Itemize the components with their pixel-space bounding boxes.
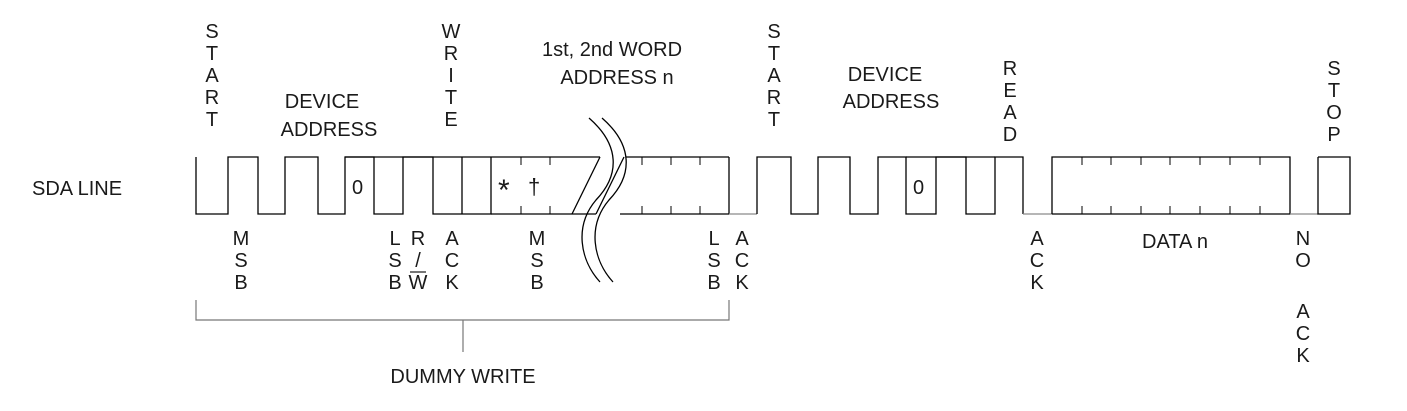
label-char: R [205,87,219,109]
label-char: K [445,272,459,294]
device-bit-zero-1: 0 [352,177,363,199]
label-char: R [444,43,458,65]
label-char: E [444,109,457,131]
label-char: A [1296,301,1310,323]
label-char: W [409,272,428,294]
sda-crossing-left [571,156,601,215]
label-char: K [735,272,749,294]
time-break-left [581,117,614,283]
label-ack-1: ACK [445,228,460,294]
label-char: W [442,21,461,43]
label-char: L [389,228,400,250]
sda-waveform-first [195,156,492,215]
label-char: S [388,250,401,272]
label-dummy-write: DUMMY WRITE [390,366,535,388]
label-char: R [1003,58,1017,80]
label-device-address-1-line2: ADDRESS [281,119,378,141]
sda-waveform-second [756,156,1024,215]
label-write: WRITE [442,21,461,131]
label-char: K [1296,345,1310,367]
label-char: R [767,87,781,109]
label-device-address-2-line2: ADDRESS [843,91,940,113]
label-char: S [1327,58,1340,80]
device-bit-zero-2: 0 [913,177,924,199]
label-data-n: DATA n [1142,231,1208,253]
label-char: C [445,250,459,272]
label-device-address-2-line1: DEVICE [848,64,922,86]
label-char: A [767,65,781,87]
dummy-write-brace [195,300,730,352]
label-char: S [530,250,543,272]
label-word-address-line2: ADDRESS n [560,67,673,89]
asterisk-mark: * [498,174,510,207]
label-char: O [1295,250,1311,272]
label-msb-2: MSB [529,228,546,294]
label-char: C [1296,323,1310,345]
label-char: O [1326,102,1342,124]
label-msb-1: MSB [233,228,250,294]
label-char: S [767,21,780,43]
label-char: T [206,109,218,131]
label-char: K [1030,272,1044,294]
label-char: S [234,250,247,272]
time-break-right [594,117,627,283]
label-no: NO [1295,228,1311,272]
label-char: D [1003,124,1017,146]
label-char: A [1003,102,1017,124]
label-char: T [206,43,218,65]
label-char: C [1030,250,1044,272]
label-char: A [445,228,459,250]
label-char: S [707,250,720,272]
label-rw: R/W [409,228,428,294]
label-ack-4: ACK [1296,301,1311,367]
label-char: A [735,228,749,250]
label-char: P [1327,124,1340,146]
label-char: B [530,272,543,294]
label-ack-2: ACK [735,228,750,294]
label-device-address-1-line1: DEVICE [285,91,359,113]
label-char: N [1296,228,1310,250]
label-char: I [448,65,454,87]
label-char: B [707,272,720,294]
label-char: L [708,228,719,250]
sda-crossing-right [595,156,625,215]
label-char: R [411,228,425,250]
label-char: E [1003,80,1016,102]
label-char: T [1328,80,1340,102]
label-lsb-1: LSB [388,228,401,294]
label-char: T [445,87,457,109]
sda-line-label: SDA LINE [32,178,122,200]
label-char: A [1030,228,1044,250]
label-char: B [234,272,247,294]
label-char: M [233,228,250,250]
label-ack-3: ACK [1030,228,1045,294]
label-char: / [415,250,421,272]
label-char: A [205,65,219,87]
sda-waveform-data [1051,156,1291,215]
dagger-mark: † [528,174,540,199]
label-char: C [735,250,749,272]
label-word-address-line1: 1st, 2nd WORD [542,39,682,61]
label-lsb-2: LSB [707,228,720,294]
label-char: B [388,272,401,294]
label-char: S [205,21,218,43]
label-char: M [529,228,546,250]
label-char: T [768,43,780,65]
sda-waveform-stop [1317,156,1351,215]
label-char: T [768,109,780,131]
